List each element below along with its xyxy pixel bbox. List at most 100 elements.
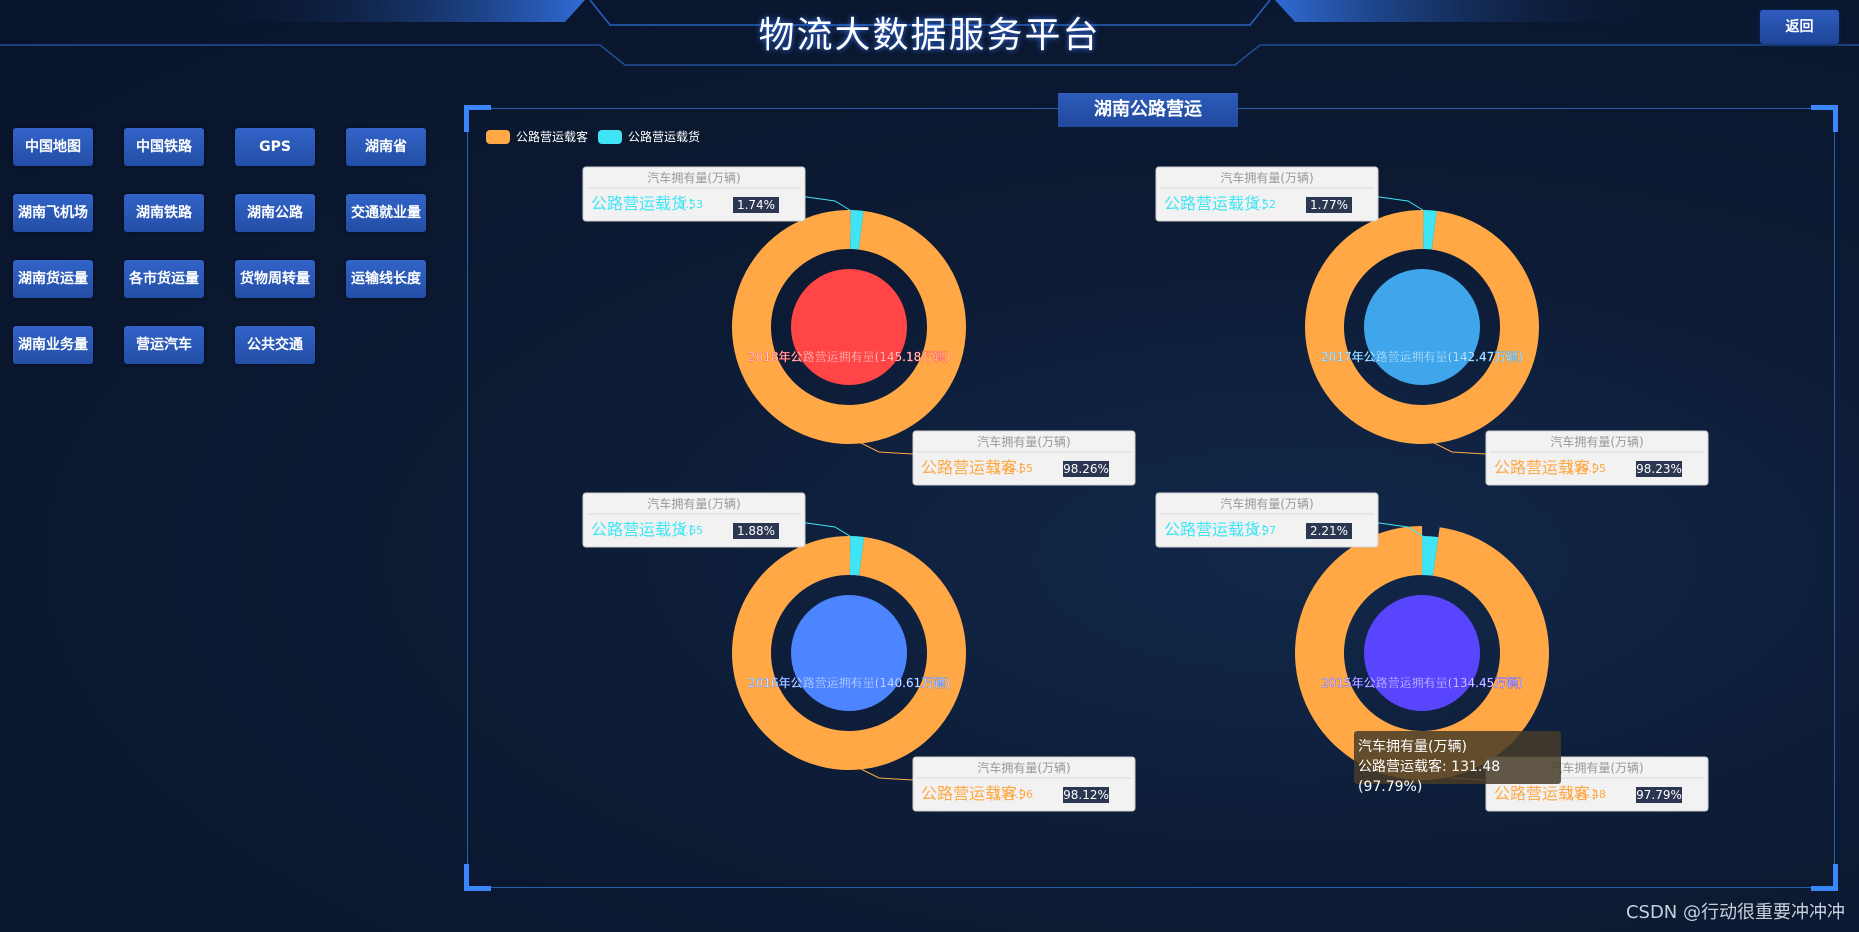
label-percent-badge [733,197,779,213]
donut-slice-passenger [732,209,966,444]
corner-decoration [464,105,491,132]
label-percent: 98.23% [1636,462,1682,476]
donut-center [1364,269,1480,385]
tooltip-text: 公路营运载客: 131.48 (97.79%) [1358,759,1501,795]
label-percent: 2.21% [1310,524,1348,538]
page-title: 物流大数据服务平台 [758,15,1101,56]
label-percent: 98.26% [1063,462,1109,476]
center-label: 2018年公路营运拥有量(145.18万辆) [748,349,950,364]
label-percent: 1.77% [1310,198,1348,212]
label-percent-badge [733,523,779,539]
label-series-name: 公路营运载货： [591,194,703,213]
chart-tooltip: 汽车拥有量(万辆) 公路营运载客: 131.48 (97.79%) [1354,731,1561,795]
nav-button[interactable]: 中国铁路 [124,128,204,166]
corner-decoration [1811,864,1838,891]
nav-button[interactable]: 公共交通 [235,326,315,364]
label-percent: 97.79% [1636,788,1682,802]
donut-center [791,269,907,385]
header-decoration [0,0,1859,66]
corner-decoration [1811,105,1838,132]
center-label: 2016年公路营运拥有量(140.61万辆) [748,675,950,690]
panel-title: 湖南公路营运 [1058,93,1238,127]
chart-legend: 公路营运载客 公路营运载货 [486,128,700,145]
label-percent-badge [1063,461,1109,477]
label-header: 汽车拥有量(万辆) [1220,496,1313,511]
label-series-name: 公路营运载客： [1494,458,1606,477]
label-value: 131.48 [1568,788,1607,801]
donut-chart: 2017年公路营运拥有量(142.47万辆) 汽车拥有量(万辆) 公路营运载货：2.… [1155,166,1709,486]
label-value: 142.65 [995,462,1034,475]
label-percent-badge [1063,787,1109,803]
donut-chart: 2016年公路营运拥有量(140.61万辆) 汽车拥有量(万辆) 公路营运载货：2.… [582,492,1136,812]
donut-slice-passenger [732,536,967,771]
label-value: 2.53 [679,198,704,211]
donut-slice-freight [850,210,864,250]
donut-slice-freight [849,536,865,576]
center-label: 2017年公路营运拥有量(142.47万辆) [1321,349,1523,364]
label-header: 汽车拥有量(万辆) [647,496,740,511]
label-percent: 98.12% [1063,788,1109,802]
nav-button[interactable]: 湖南业务量 [13,326,93,364]
watermark: CSDN @行动很重要冲冲冲 [1625,902,1845,923]
nav-button[interactable]: 货物周转量 [235,260,315,298]
tooltip-header: 汽车拥有量(万辆) [1358,739,1467,755]
donut-center [791,595,907,711]
donut-chart: 2015年公路营运拥有量(134.45万辆)汽车拥有量(万辆)公路营运载货：2.… [1155,492,1709,812]
label-percent-badge [1636,461,1682,477]
header-bar: 物流大数据服务平台 [0,0,1859,70]
label-series-name: 公路营运载货： [591,520,703,539]
label-header: 汽车拥有量(万辆) [647,170,740,185]
legend-item-passenger[interactable]: 公路营运载客 [486,128,588,145]
donut-slice-freight [1422,536,1439,576]
legend-item-freight[interactable]: 公路营运载货 [598,128,700,145]
legend-label: 公路营运载客 [516,130,589,144]
nav-button[interactable]: 运输线长度 [346,260,426,298]
nav-button[interactable]: 湖南飞机场 [13,194,93,232]
passenger-label-line [1431,441,1487,455]
label-series-name: 公路营运载客： [921,784,1033,803]
chart-panel: 湖南公路营运 公路营运载客 公路营运载货 [464,93,1838,891]
corner-decoration [464,864,491,891]
label-series-name: 公路营运载客： [1494,784,1606,803]
donut-slice-passenger [1294,525,1549,780]
label-series-name: 公路营运载货： [1164,194,1276,213]
back-button[interactable]: 返回 [1760,10,1839,44]
donut-slice-freight [1423,210,1437,250]
donut-center [1364,595,1480,711]
label-header: 汽车拥有量(万辆) [1220,170,1313,185]
label-series-name: 公路营运载货： [1164,520,1276,539]
label-value: 137.96 [995,788,1034,801]
center-label: 2015年公路营运拥有量(134.45万辆) [1321,675,1523,690]
label-percent: 1.88% [737,524,775,538]
nav-button[interactable]: 湖南公路 [235,194,315,232]
label-value: 139.95 [1568,462,1607,475]
nav-button[interactable]: 营运汽车 [124,326,204,364]
label-series-name: 公路营运载客： [921,458,1033,477]
label-value: 2.65 [679,524,704,537]
donut-chart: 2018年公路营运拥有量(145.18万辆) 汽车拥有量(万辆) 公路营运载货：2.… [582,166,1136,486]
label-percent-badge [1306,197,1352,213]
nav-button[interactable]: 湖南货运量 [13,260,93,298]
label-header: 汽车拥有量(万辆) [1550,434,1643,449]
nav-button[interactable]: 湖南铁路 [124,194,204,232]
nav-button[interactable]: 交通就业量 [346,194,426,232]
donut-slice-passenger [1305,210,1540,444]
label-percent: 1.74% [737,198,775,212]
nav-button[interactable]: 中国地图 [13,128,93,166]
label-header: 汽车拥有量(万辆) [977,760,1070,775]
label-header: 汽车拥有量(万辆) [977,434,1070,449]
label-percent-badge [1636,787,1682,803]
label-value: 2.52 [1252,198,1277,211]
legend-swatch-freight [598,129,623,144]
passenger-label-line [858,767,914,781]
legend-swatch-passenger [486,129,510,144]
nav-button[interactable]: 湖南省 [346,128,426,166]
legend-label: 公路营运载货 [628,130,701,144]
label-header: 汽车拥有量(万辆) [1550,760,1643,775]
nav-button[interactable]: GPS [235,128,315,166]
label-percent-badge [1306,523,1352,539]
nav-button[interactable]: 各市货运量 [124,260,204,298]
passenger-label-line [858,441,914,455]
label-value: 2.97 [1252,524,1277,537]
